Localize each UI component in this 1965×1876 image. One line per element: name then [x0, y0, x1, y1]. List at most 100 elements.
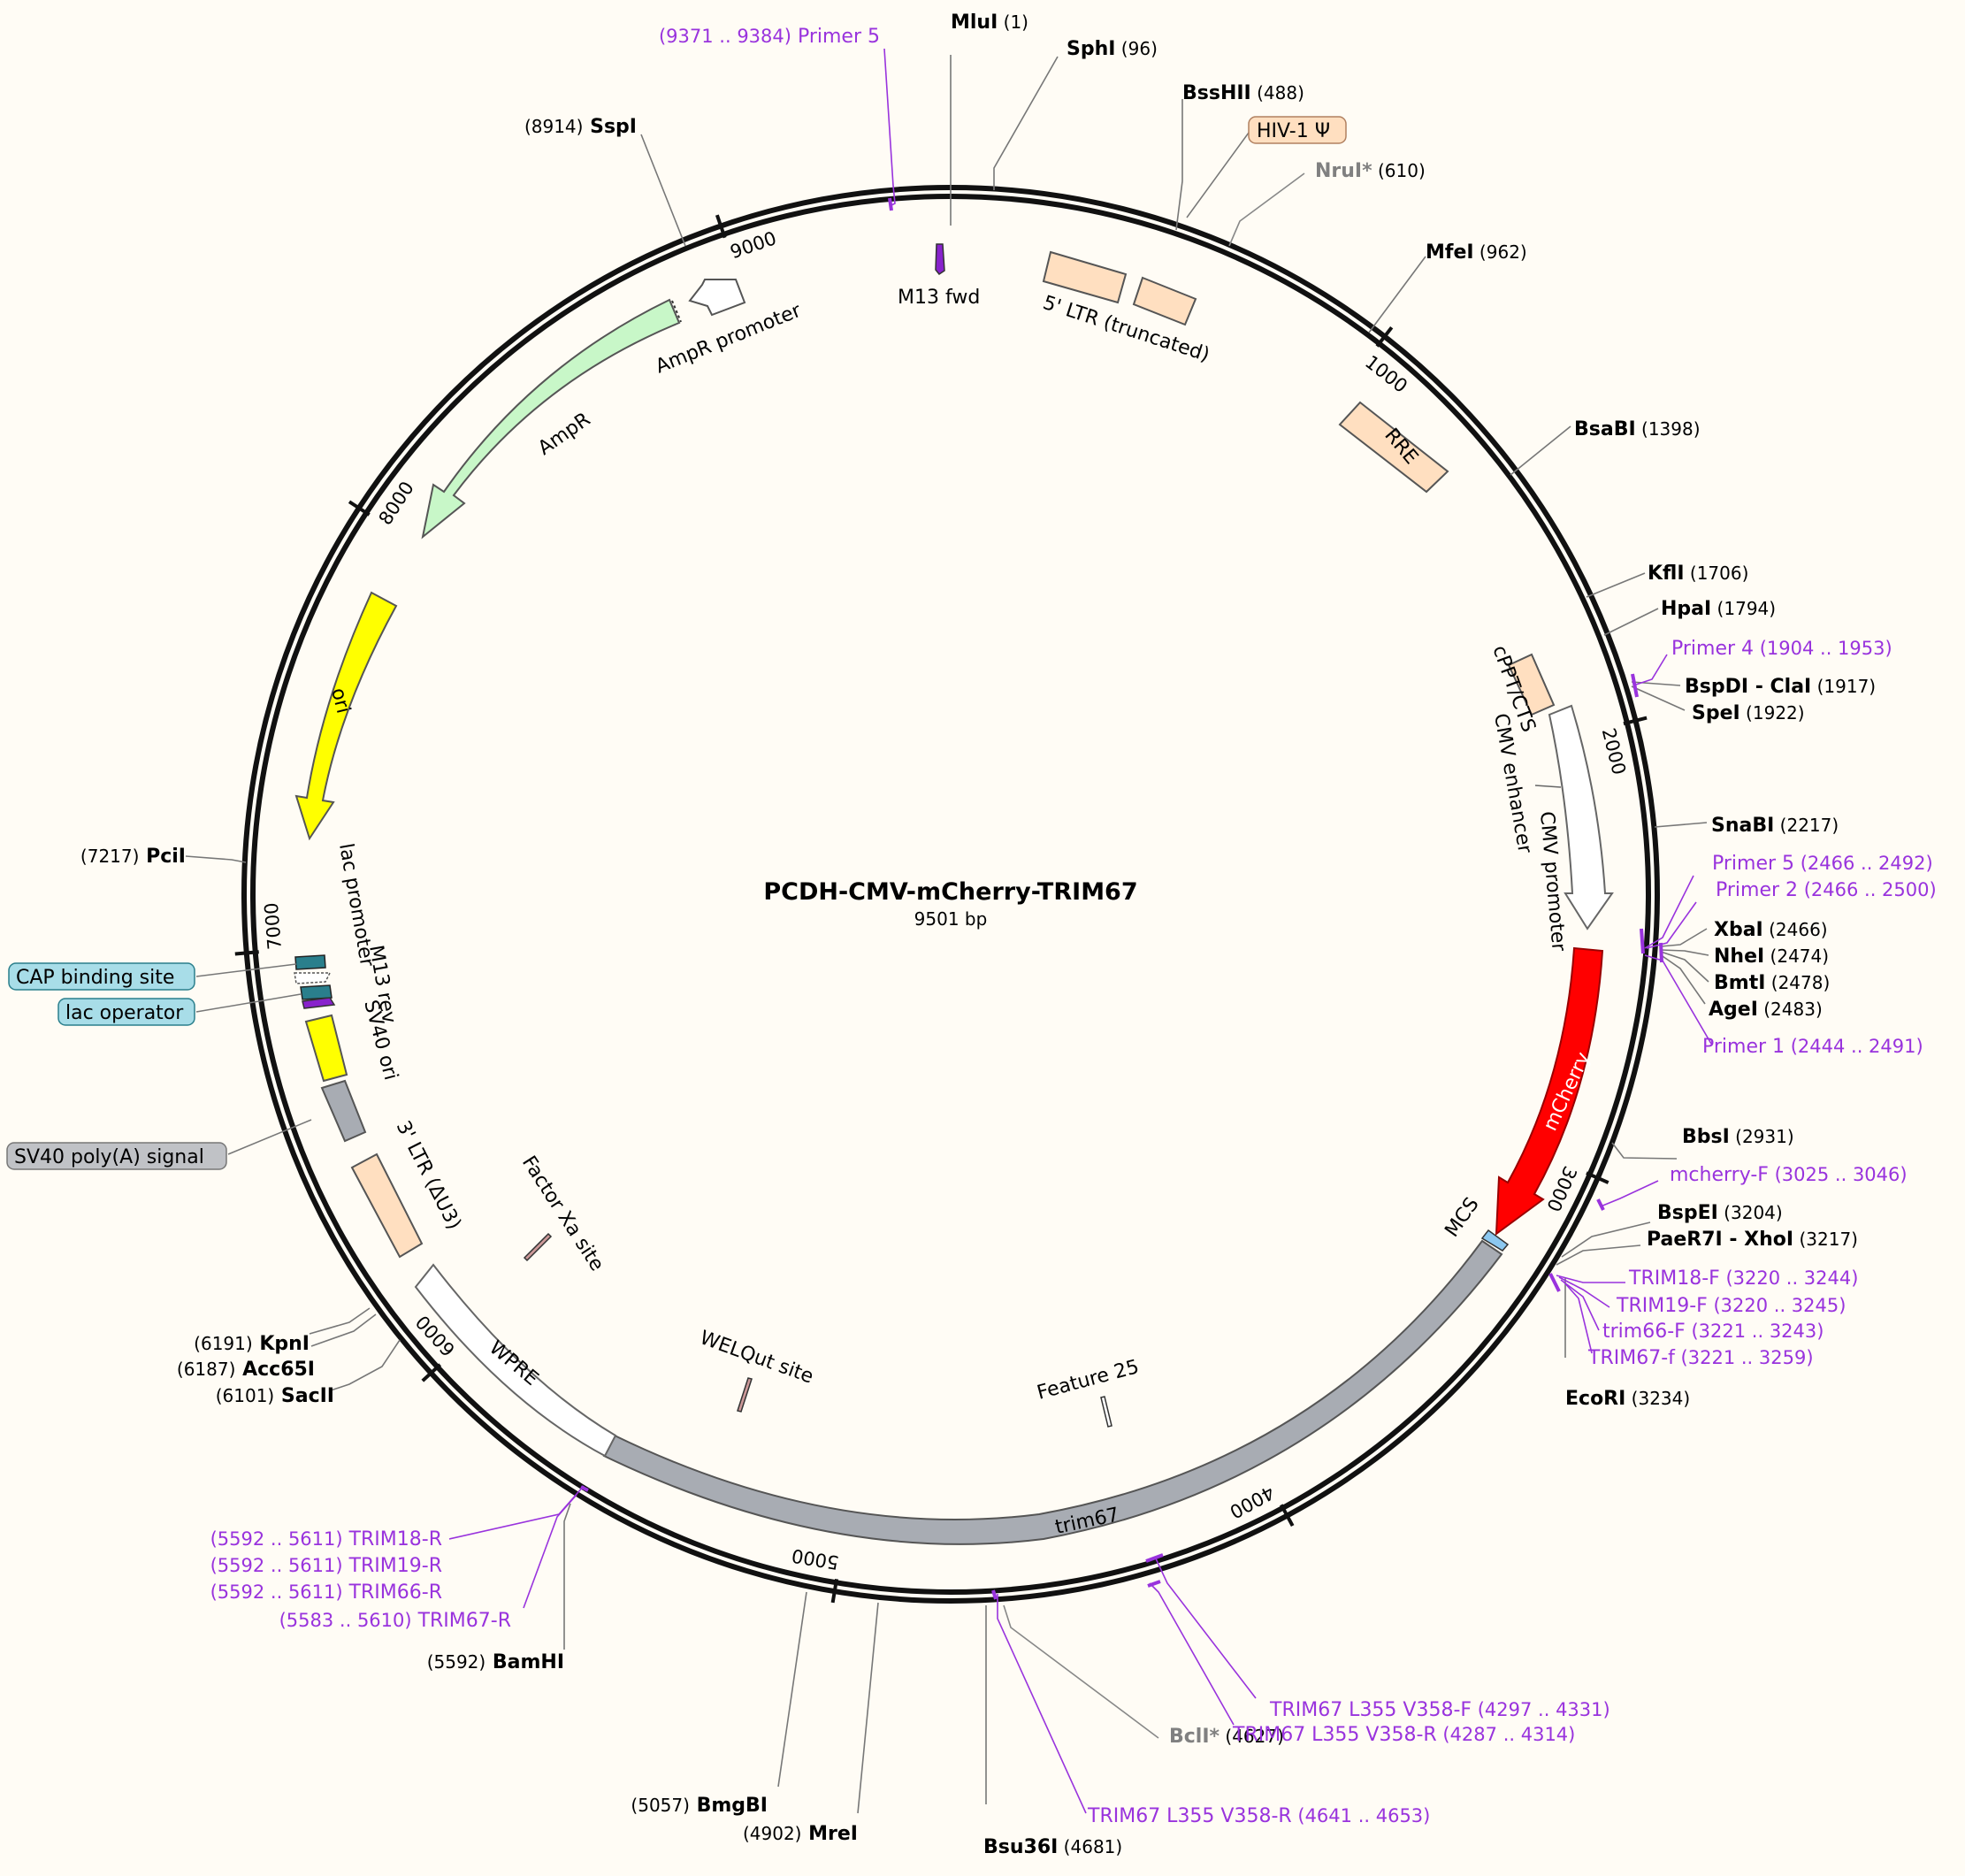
- feature-lac-promoter[interactable]: [294, 972, 332, 984]
- feature-sv40-ori[interactable]: [304, 1014, 348, 1083]
- enzyme-site-11[interactable]: XbaI (2466): [1714, 919, 1828, 941]
- feature-m13-rev[interactable]: [302, 997, 336, 1009]
- lacop-leader: [195, 993, 302, 1013]
- feature-factor-xa[interactable]: [523, 1232, 553, 1262]
- enzyme-site-2[interactable]: BssHII (488): [1182, 82, 1304, 104]
- leader-primer-7: [1558, 1276, 1610, 1308]
- primer-site-10[interactable]: TRIM67 L355 V358-F (4297 .. 4331): [1269, 1699, 1610, 1721]
- primer-site-6[interactable]: TRIM18-F (3220 .. 3244): [1628, 1267, 1858, 1290]
- primer-site-trim66r[interactable]: (5592 .. 5611) TRIM66-R: [210, 1581, 442, 1604]
- feature-rre[interactable]: [1338, 401, 1449, 494]
- sv40pa-badge[interactable]: [6, 1142, 227, 1170]
- feature-mcs[interactable]: [1480, 1229, 1510, 1252]
- tick-9000: [715, 214, 727, 239]
- enzyme-site-8[interactable]: BspDI - ClaI (1917): [1685, 676, 1876, 698]
- tick-2000: [1623, 716, 1648, 726]
- primer-site-0[interactable]: (9371 .. 9384) Primer 5: [659, 26, 880, 48]
- feature-wpre[interactable]: [414, 1263, 617, 1458]
- primer-site-11[interactable]: TRIM67 L355 V358-R (4287 .. 4314): [1232, 1724, 1575, 1746]
- primer-site-8[interactable]: trim66-F (3221 .. 3243): [1602, 1321, 1824, 1343]
- cap-badge[interactable]: [8, 962, 195, 991]
- label-sv40-polya: SV40 poly(A) signal: [14, 1146, 204, 1168]
- feature-sv40-polya[interactable]: [320, 1079, 367, 1143]
- primer-site-14[interactable]: (5583 .. 5610) TRIM67-R: [279, 1610, 511, 1632]
- primer-site-9[interactable]: TRIM67-f (3221 .. 3259): [1587, 1347, 1814, 1369]
- primer-mark-2: [1640, 928, 1645, 954]
- primer-site-5[interactable]: mcherry-F (3025 .. 3046): [1670, 1164, 1908, 1186]
- enzyme-site-23[interactable]: (5592) BamHI: [427, 1651, 564, 1673]
- leader-enzyme-27: [185, 855, 247, 863]
- enzyme-site-10[interactable]: SnaBI (2217): [1711, 815, 1839, 837]
- primer-site-12[interactable]: TRIM67 L355 V358-R (4641 .. 4653): [1087, 1805, 1430, 1827]
- enzyme-site-19[interactable]: BclI* (4627): [1169, 1726, 1284, 1748]
- enzyme-site-20[interactable]: Bsu36I (4681): [983, 1836, 1122, 1858]
- primer-site-1[interactable]: Primer 4 (1904 .. 1953): [1671, 638, 1892, 660]
- enzyme-site-25[interactable]: (6187) Acc65I: [177, 1359, 315, 1381]
- feature-3-ltr[interactable]: [350, 1152, 424, 1259]
- leader-enzyme-26: [309, 1307, 371, 1335]
- leader-primer-12: [997, 1594, 1087, 1814]
- primer-site-13[interactable]: (5592 .. 5611) TRIM18-R: [210, 1528, 442, 1551]
- primer-mark-3: [1659, 942, 1663, 963]
- primer-site-trim19r[interactable]: (5592 .. 5611) TRIM19-R: [210, 1555, 442, 1577]
- enzyme-site-21[interactable]: (4902) MreI: [743, 1823, 858, 1845]
- enzyme-site-16[interactable]: BspEI (3204): [1657, 1202, 1783, 1224]
- enzyme-site-1[interactable]: SphI (96): [1067, 38, 1158, 60]
- enzyme-site-12[interactable]: NheI (2474): [1714, 946, 1829, 968]
- feature-ampr-promoter[interactable]: [688, 279, 746, 317]
- primer-site-2[interactable]: Primer 5 (2466 .. 2492): [1712, 853, 1933, 875]
- leader-enzyme-13: [1660, 951, 1709, 983]
- feature-ampr[interactable]: [421, 298, 681, 540]
- leader-enzyme-2: [1175, 99, 1183, 231]
- enzyme-site-26[interactable]: (6191) KpnI: [194, 1333, 310, 1355]
- feature-cap[interactable]: [294, 954, 326, 970]
- feature-cmv[interactable]: [1548, 704, 1614, 930]
- enzyme-site-28[interactable]: (8914) SspI: [524, 116, 637, 138]
- enzyme-site-13[interactable]: BmtI (2478): [1714, 972, 1830, 994]
- feature-cppt[interactable]: [1507, 653, 1556, 716]
- enzyme-site-27[interactable]: (7217) PciI: [80, 846, 186, 868]
- lacop-badge[interactable]: [57, 998, 195, 1026]
- leader-enzyme-22: [777, 1591, 807, 1788]
- feature-m13-fwd[interactable]: [935, 243, 945, 276]
- label-cap: CAP binding site: [16, 967, 174, 989]
- leader-enzyme-10: [1654, 822, 1708, 828]
- enzyme-site-0[interactable]: MluI (1): [951, 11, 1028, 34]
- enzyme-site-5[interactable]: BsaBI (1398): [1574, 418, 1701, 440]
- leader-enzyme-5: [1510, 425, 1571, 476]
- tick-1000: [1375, 325, 1394, 348]
- enzyme-site-17[interactable]: PaeR7I - XhoI (3217): [1647, 1229, 1858, 1251]
- label-hiv-psi: HIV-1 Ψ: [1257, 120, 1330, 142]
- feature-welqut[interactable]: [737, 1377, 753, 1413]
- primer-mark-11: [1147, 1580, 1161, 1588]
- feature-mcherry[interactable]: [1495, 946, 1604, 1237]
- enzyme-site-3[interactable]: NruI* (610): [1315, 160, 1426, 182]
- enzyme-site-9[interactable]: SpeI (1922): [1692, 702, 1805, 724]
- primer-site-7[interactable]: TRIM19-F (3220 .. 3245): [1616, 1295, 1846, 1317]
- primer-mark-13: [580, 1485, 589, 1492]
- primer-mark-5: [1596, 1198, 1605, 1211]
- enzyme-site-15[interactable]: BbsI (2931): [1682, 1126, 1794, 1148]
- feature-ori[interactable]: [294, 591, 398, 841]
- feature-hiv-psi[interactable]: [1132, 276, 1197, 326]
- enzyme-site-24[interactable]: (6101) SacII: [216, 1385, 334, 1407]
- hiv-badge[interactable]: [1248, 116, 1347, 144]
- feature-lac-operator[interactable]: [300, 984, 333, 1000]
- primer-site-4[interactable]: Primer 1 (2444 .. 2491): [1702, 1036, 1923, 1058]
- leader-enzyme-12: [1660, 949, 1709, 956]
- leader-primer-1: [1635, 654, 1668, 685]
- feature-feature25[interactable]: [1100, 1396, 1112, 1428]
- enzyme-site-6[interactable]: KflI (1706): [1648, 563, 1748, 585]
- leader-enzyme-7: [1603, 608, 1659, 636]
- enzyme-site-22[interactable]: (5057) BmgBI: [631, 1795, 768, 1817]
- feature-5-ltr[interactable]: [1042, 250, 1128, 304]
- leader-enzyme-11: [1660, 928, 1708, 947]
- enzyme-site-14[interactable]: AgeI (2483): [1709, 999, 1823, 1021]
- enzyme-site-18[interactable]: EcoRI (3234): [1565, 1388, 1690, 1410]
- leader-primer-5: [1600, 1180, 1659, 1207]
- leader-enzyme-15: [1611, 1142, 1678, 1160]
- enzyme-site-7[interactable]: HpaI (1794): [1661, 598, 1776, 620]
- primer-site-3[interactable]: Primer 2 (2466 .. 2500): [1716, 879, 1937, 901]
- enzyme-site-4[interactable]: MfeI (962): [1426, 241, 1527, 264]
